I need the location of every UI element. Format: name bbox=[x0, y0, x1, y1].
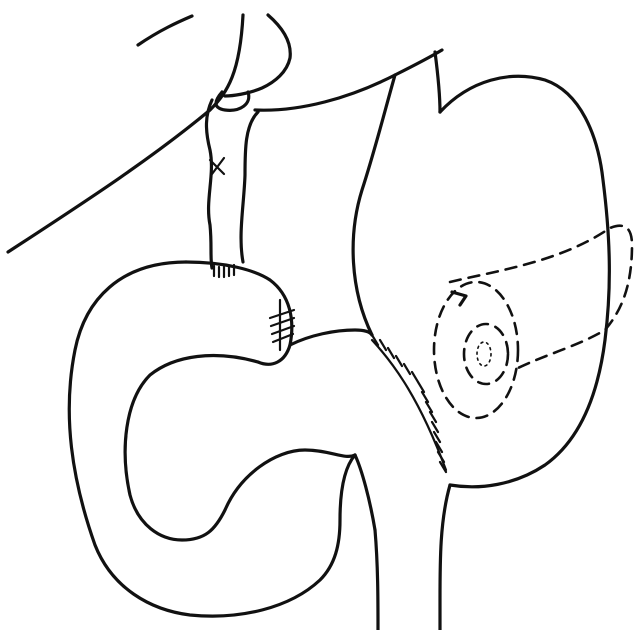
duodenal-segment-dashed bbox=[434, 226, 632, 418]
bile-duct bbox=[206, 100, 258, 277]
lumen-mark bbox=[452, 292, 466, 305]
stomach bbox=[353, 52, 609, 630]
jejunal-loop bbox=[69, 262, 375, 616]
liver-outline bbox=[8, 15, 442, 252]
gastrojejunal-suture-line bbox=[372, 335, 446, 472]
